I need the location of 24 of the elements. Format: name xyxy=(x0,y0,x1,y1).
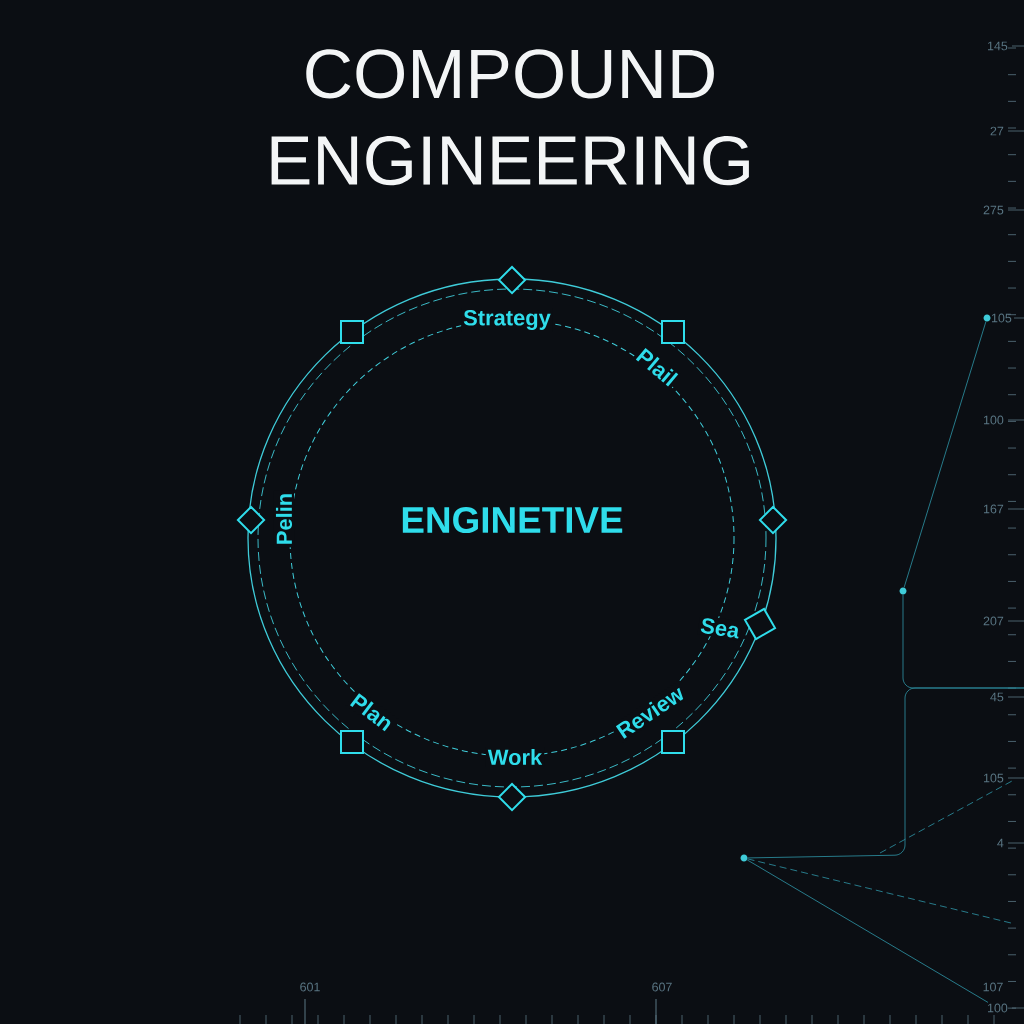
tick-label: 100 xyxy=(984,415,1004,425)
ring-label: Sea xyxy=(697,615,743,641)
tick-label: 45 xyxy=(990,692,1004,702)
tick-label: 105 xyxy=(992,313,1012,323)
plot-line xyxy=(747,687,1024,859)
tick-label: 207 xyxy=(983,616,1004,626)
tick-label: 607 xyxy=(652,982,672,992)
title: COMPOUND ENGINEERING xyxy=(271,49,749,186)
tick-label: 27 xyxy=(990,126,1004,136)
tick-label: 167 xyxy=(984,504,1004,514)
ring-label: Strategy xyxy=(461,308,553,332)
plot-line xyxy=(747,858,1012,924)
data-point xyxy=(983,314,991,322)
tick-label: 4 xyxy=(997,838,1004,848)
tick-label: 601 xyxy=(300,982,320,992)
tick-label: 275 xyxy=(983,205,1004,215)
tick-label: 145 xyxy=(988,41,1008,51)
tick-label: 107 xyxy=(983,982,1003,992)
plot-line xyxy=(746,859,989,1003)
tick-label: 105 xyxy=(984,773,1004,783)
data-point xyxy=(899,587,907,595)
data-point xyxy=(740,854,748,862)
tick-label: 100 xyxy=(988,1003,1008,1013)
plot-line xyxy=(903,321,987,588)
